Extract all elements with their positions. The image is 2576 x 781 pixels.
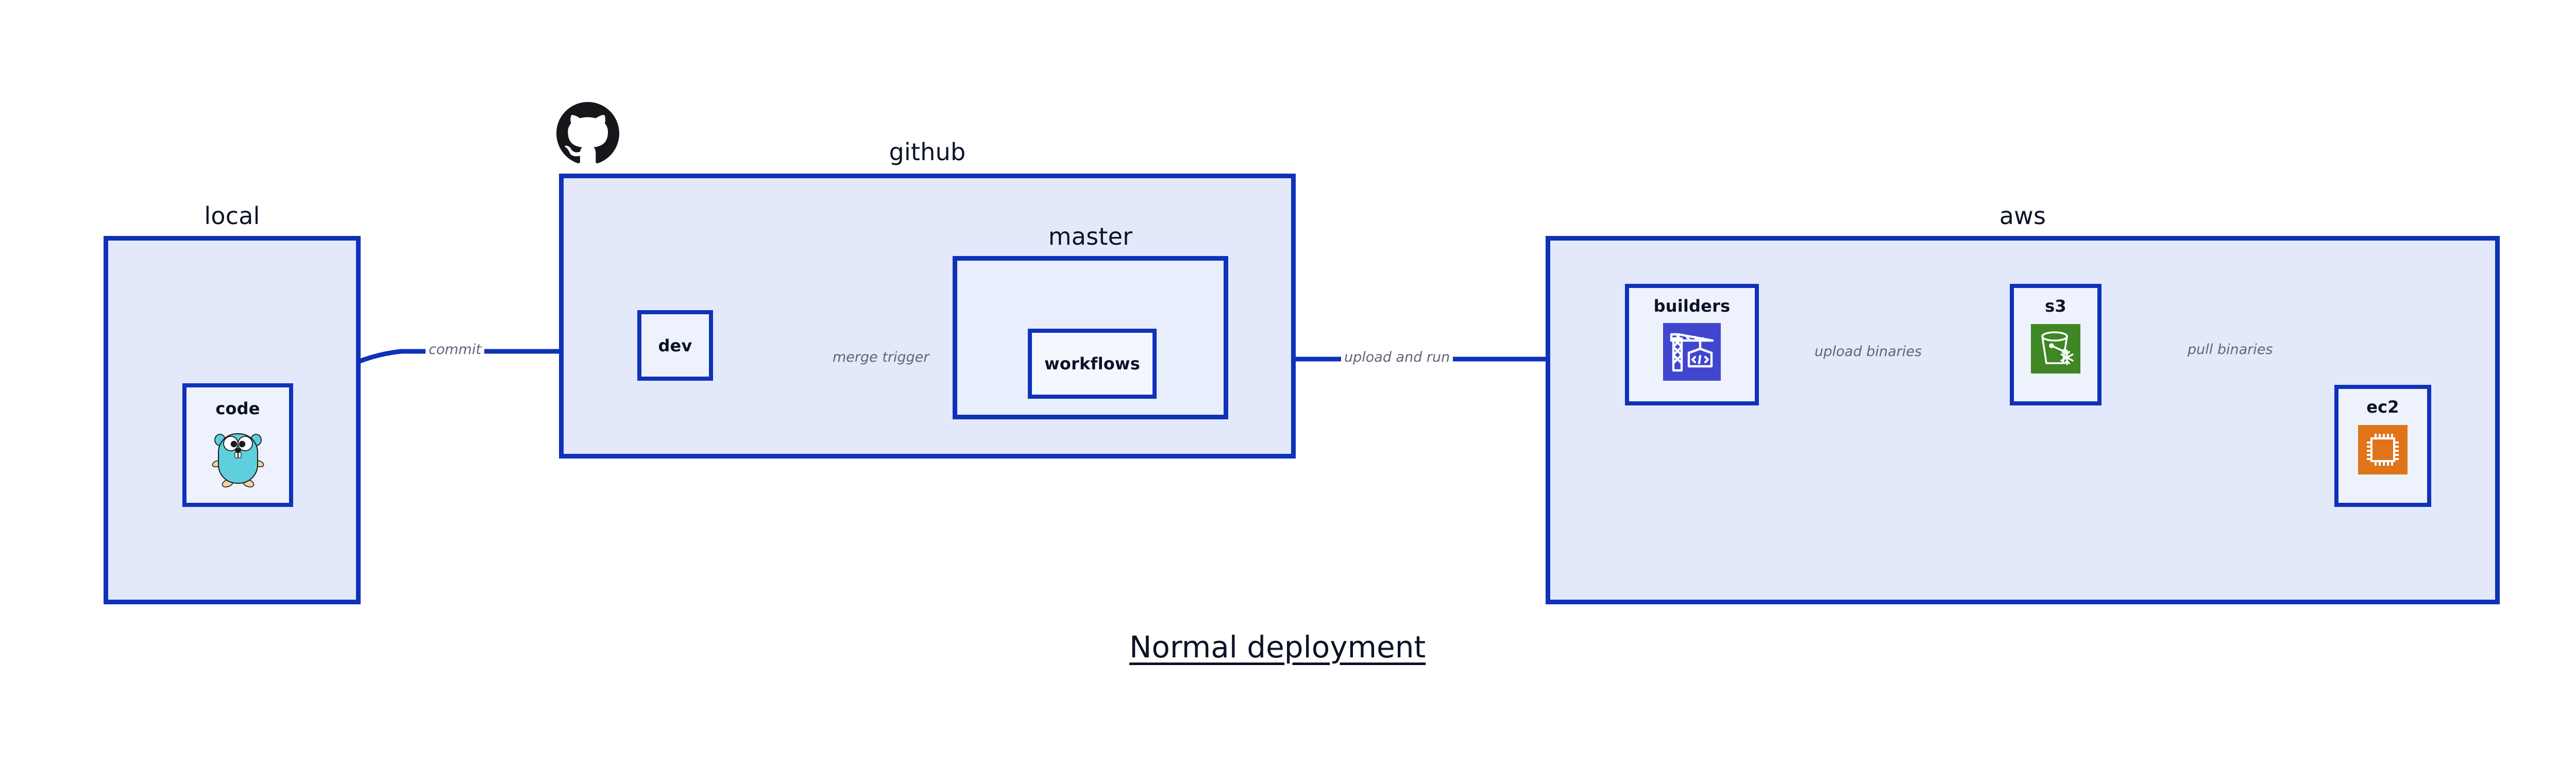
node-workflows[interactable]: workflows xyxy=(1028,329,1157,399)
node-dev[interactable]: dev xyxy=(637,310,713,381)
github-octocat-icon xyxy=(556,102,619,165)
node-label-dev: dev xyxy=(658,335,692,355)
group-local: code xyxy=(104,236,361,604)
group-master: workflows xyxy=(953,256,1228,419)
node-code[interactable]: code xyxy=(182,383,293,507)
group-aws: builders xyxy=(1546,236,2500,604)
aws-codebuild-icon xyxy=(1663,323,1721,381)
edge-label-upload-binaries: upload binaries xyxy=(1811,344,1925,360)
group-github: dev master workflows xyxy=(559,174,1296,459)
node-label-ec2: ec2 xyxy=(2366,397,2399,417)
diagram-title: Normal deployment xyxy=(1129,630,1426,665)
node-label-code: code xyxy=(215,399,260,418)
node-label-workflows: workflows xyxy=(1044,354,1140,373)
go-gopher-icon xyxy=(212,433,264,487)
node-ec2[interactable]: ec2 xyxy=(2334,385,2431,507)
group-title-github: github xyxy=(889,138,966,166)
aws-ec2-chip-icon xyxy=(2358,425,2408,474)
node-builders[interactable]: builders xyxy=(1625,284,1759,405)
group-title-local: local xyxy=(204,202,260,230)
group-title-master: master xyxy=(1048,223,1133,250)
edge-label-merge-trigger: merge trigger xyxy=(829,350,933,365)
node-label-builders: builders xyxy=(1653,296,1731,316)
node-s3[interactable]: s3 xyxy=(2010,284,2102,405)
node-label-s3: s3 xyxy=(2045,296,2066,316)
group-title-aws: aws xyxy=(1999,202,2046,230)
edge-label-pull-binaries: pull binaries xyxy=(2184,342,2276,358)
aws-s3-bucket-icon xyxy=(2031,324,2080,373)
edge-label-upload-and-run: upload and run xyxy=(1341,350,1453,365)
edge-label-commit: commit xyxy=(426,342,485,358)
